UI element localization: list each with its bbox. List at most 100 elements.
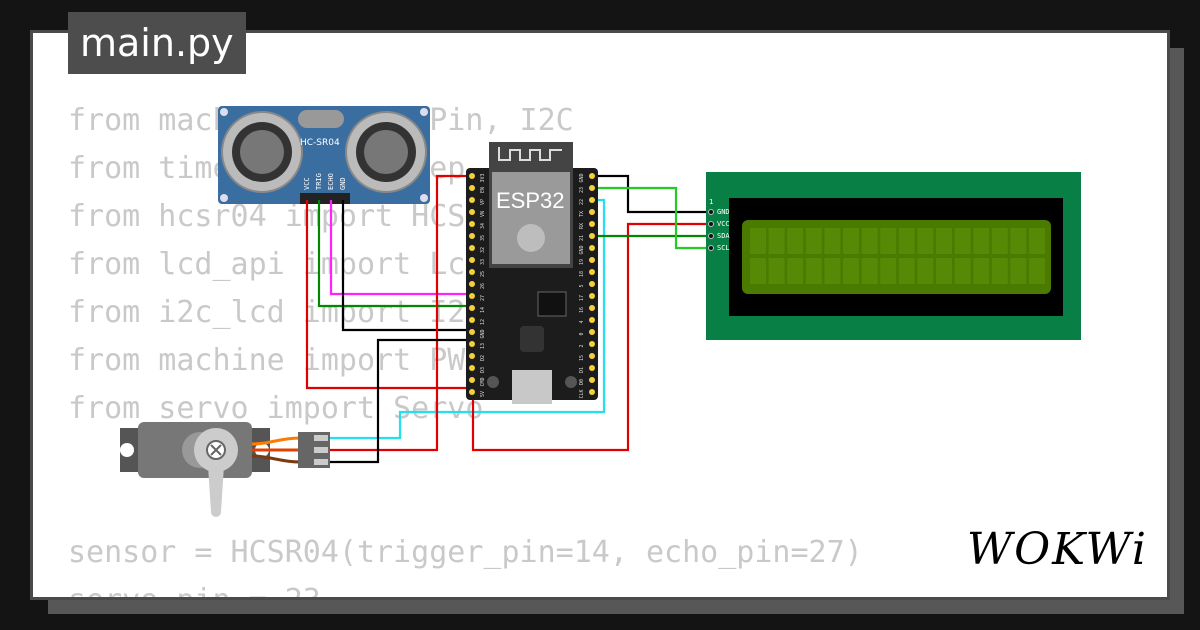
esp32-left-pins: 3V3ENVPVN343532332526271412GND13D2D3CMD5… [469,173,486,397]
lcd-cell [936,228,952,254]
esp32-pin[interactable] [469,317,475,323]
esp32-pin-label: 32 [480,247,486,253]
esp32-pin[interactable] [589,293,595,299]
file-tab[interactable]: main.py [68,12,246,74]
esp32-pin[interactable] [469,233,475,239]
esp32-pin[interactable] [469,269,475,275]
servo-wire-ground [251,454,301,464]
espressif-logo-icon [517,224,545,252]
esp32-pin[interactable] [589,197,595,203]
esp32-pin[interactable] [469,281,475,287]
antenna-trace [498,147,562,161]
lcd-cell [880,258,897,284]
wire-lcd-gnd [592,174,712,214]
esp32-pin-label: 23 [579,187,585,193]
esp32-pin[interactable] [589,365,595,371]
boot-button[interactable] [565,376,577,388]
lcd-cell [898,228,915,254]
lcd-pin-hole [708,209,714,215]
wire-servo-power [327,174,470,452]
mount-hole [420,108,428,116]
esp32-pin[interactable] [589,389,595,395]
transducer-right-mesh [364,130,408,174]
esp32-pin[interactable] [469,365,475,371]
esp32-pin[interactable] [589,317,595,323]
esp32-pin[interactable] [589,245,595,251]
esp32-pin[interactable] [589,221,595,227]
esp32-pin[interactable] [469,341,475,347]
lcd-cell [843,258,859,284]
esp32-pin-label: 3V3 [480,173,486,182]
esp32-pin[interactable] [469,209,475,215]
lcd-cell [917,258,934,284]
esp32-pin[interactable] [469,389,475,395]
esp32-pin[interactable] [589,257,595,263]
wire-lcd-scl [592,186,712,250]
lcd-cell [991,258,1008,284]
sensor-label: HC-SR04 [300,138,340,148]
lcd-cell [1010,258,1027,284]
lcd-cell [991,228,1008,254]
esp32-pin[interactable] [469,173,475,179]
esp32-pin[interactable] [589,377,595,383]
hcsr04-sensor[interactable]: HC-SR04 VCC TRIG ECHO GND [218,106,430,204]
esp32-pin[interactable] [469,245,475,251]
servo-wire-signal [251,436,301,446]
wires [305,174,712,464]
esp32-pin[interactable] [589,353,595,359]
esp32-pin-label: D3 [480,367,486,373]
usb-uart-chip [537,291,567,317]
esp32-pin[interactable] [469,185,475,191]
lcd1602[interactable]: 1 GND VCC SDA SCL [706,172,1081,340]
esp32-pin-label: 35 [480,235,486,241]
esp32-pin[interactable] [589,269,595,275]
esp32-pin-label: CMD [480,377,486,386]
esp32-pin[interactable] [469,377,475,383]
wokwi-logo[interactable]: WOKWi [966,524,1148,575]
esp32-pin[interactable] [589,281,595,287]
esp32-pin-label: 25 [480,271,486,277]
lcd-cell [973,228,990,254]
esp32-pin-label: CLK [579,389,585,398]
esp32-pin[interactable] [589,209,595,215]
lcd-cell [1029,258,1045,284]
servo-motor[interactable] [120,422,330,517]
esp32-pin-label: D0 [579,379,585,385]
lcd-cell [954,258,971,284]
esp32-pin-label: 4 [579,320,585,323]
esp32-pin-label: 34 [480,223,486,229]
esp32-pin[interactable] [469,329,475,335]
lcd-cell [954,228,971,254]
esp32-pin-label: EN [480,187,486,193]
esp32-pin-label: VN [480,211,486,217]
esp32-pin[interactable] [469,293,475,299]
lcd-cell [787,228,804,254]
wire-sensor-vcc [305,200,470,390]
esp32-pin[interactable] [469,197,475,203]
esp32-pin-label: 0 [579,332,585,335]
esp32-pin[interactable] [589,185,595,191]
esp32-pin[interactable] [469,353,475,359]
esp32-pin[interactable] [469,257,475,263]
lcd-pin-hole [708,245,714,251]
mount-hole [420,194,428,202]
esp32-pin[interactable] [589,341,595,347]
esp32-pin[interactable] [469,221,475,227]
usb-port[interactable] [512,370,552,404]
esp32-pin-label: TX [579,211,585,217]
wire-servo-gnd [327,338,470,464]
esp32-pin[interactable] [589,329,595,335]
esp32-pin[interactable] [589,173,595,179]
esp32-pin-label: D1 [579,367,585,373]
lcd-cell [787,258,804,284]
esp32-pin[interactable] [589,233,595,239]
esp32-pin-label: D2 [480,355,486,361]
esp32-pin[interactable] [469,305,475,311]
esp32-board[interactable]: ESP32 3V3ENVPVN343532332526271412GND13D2… [466,142,598,404]
esp32-pin[interactable] [589,305,595,311]
lcd-cell [973,258,990,284]
lcd-cell [917,228,934,254]
en-button[interactable] [487,376,499,388]
